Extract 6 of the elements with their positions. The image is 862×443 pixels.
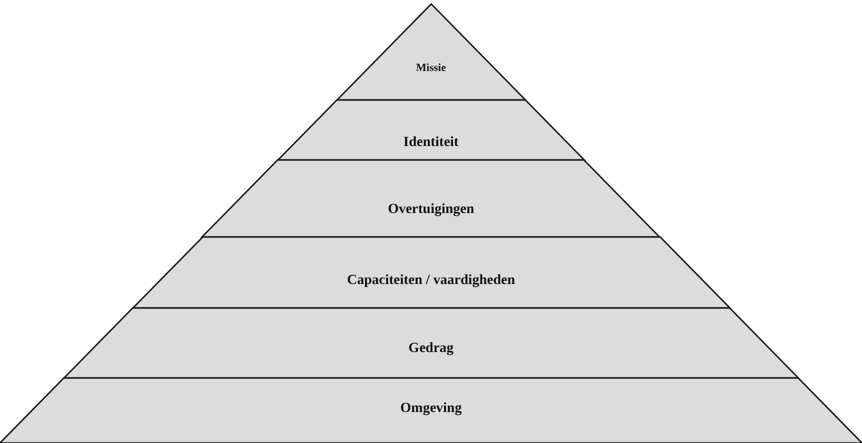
level-label: Missie	[416, 62, 446, 74]
level-label: Overtuigingen	[388, 202, 474, 218]
level-label: Gedrag	[408, 341, 454, 357]
level-label: Capaciteiten / vaardigheden	[346, 273, 515, 289]
level-label: Omgeving	[400, 401, 462, 417]
level-label: Identiteit	[403, 135, 459, 151]
